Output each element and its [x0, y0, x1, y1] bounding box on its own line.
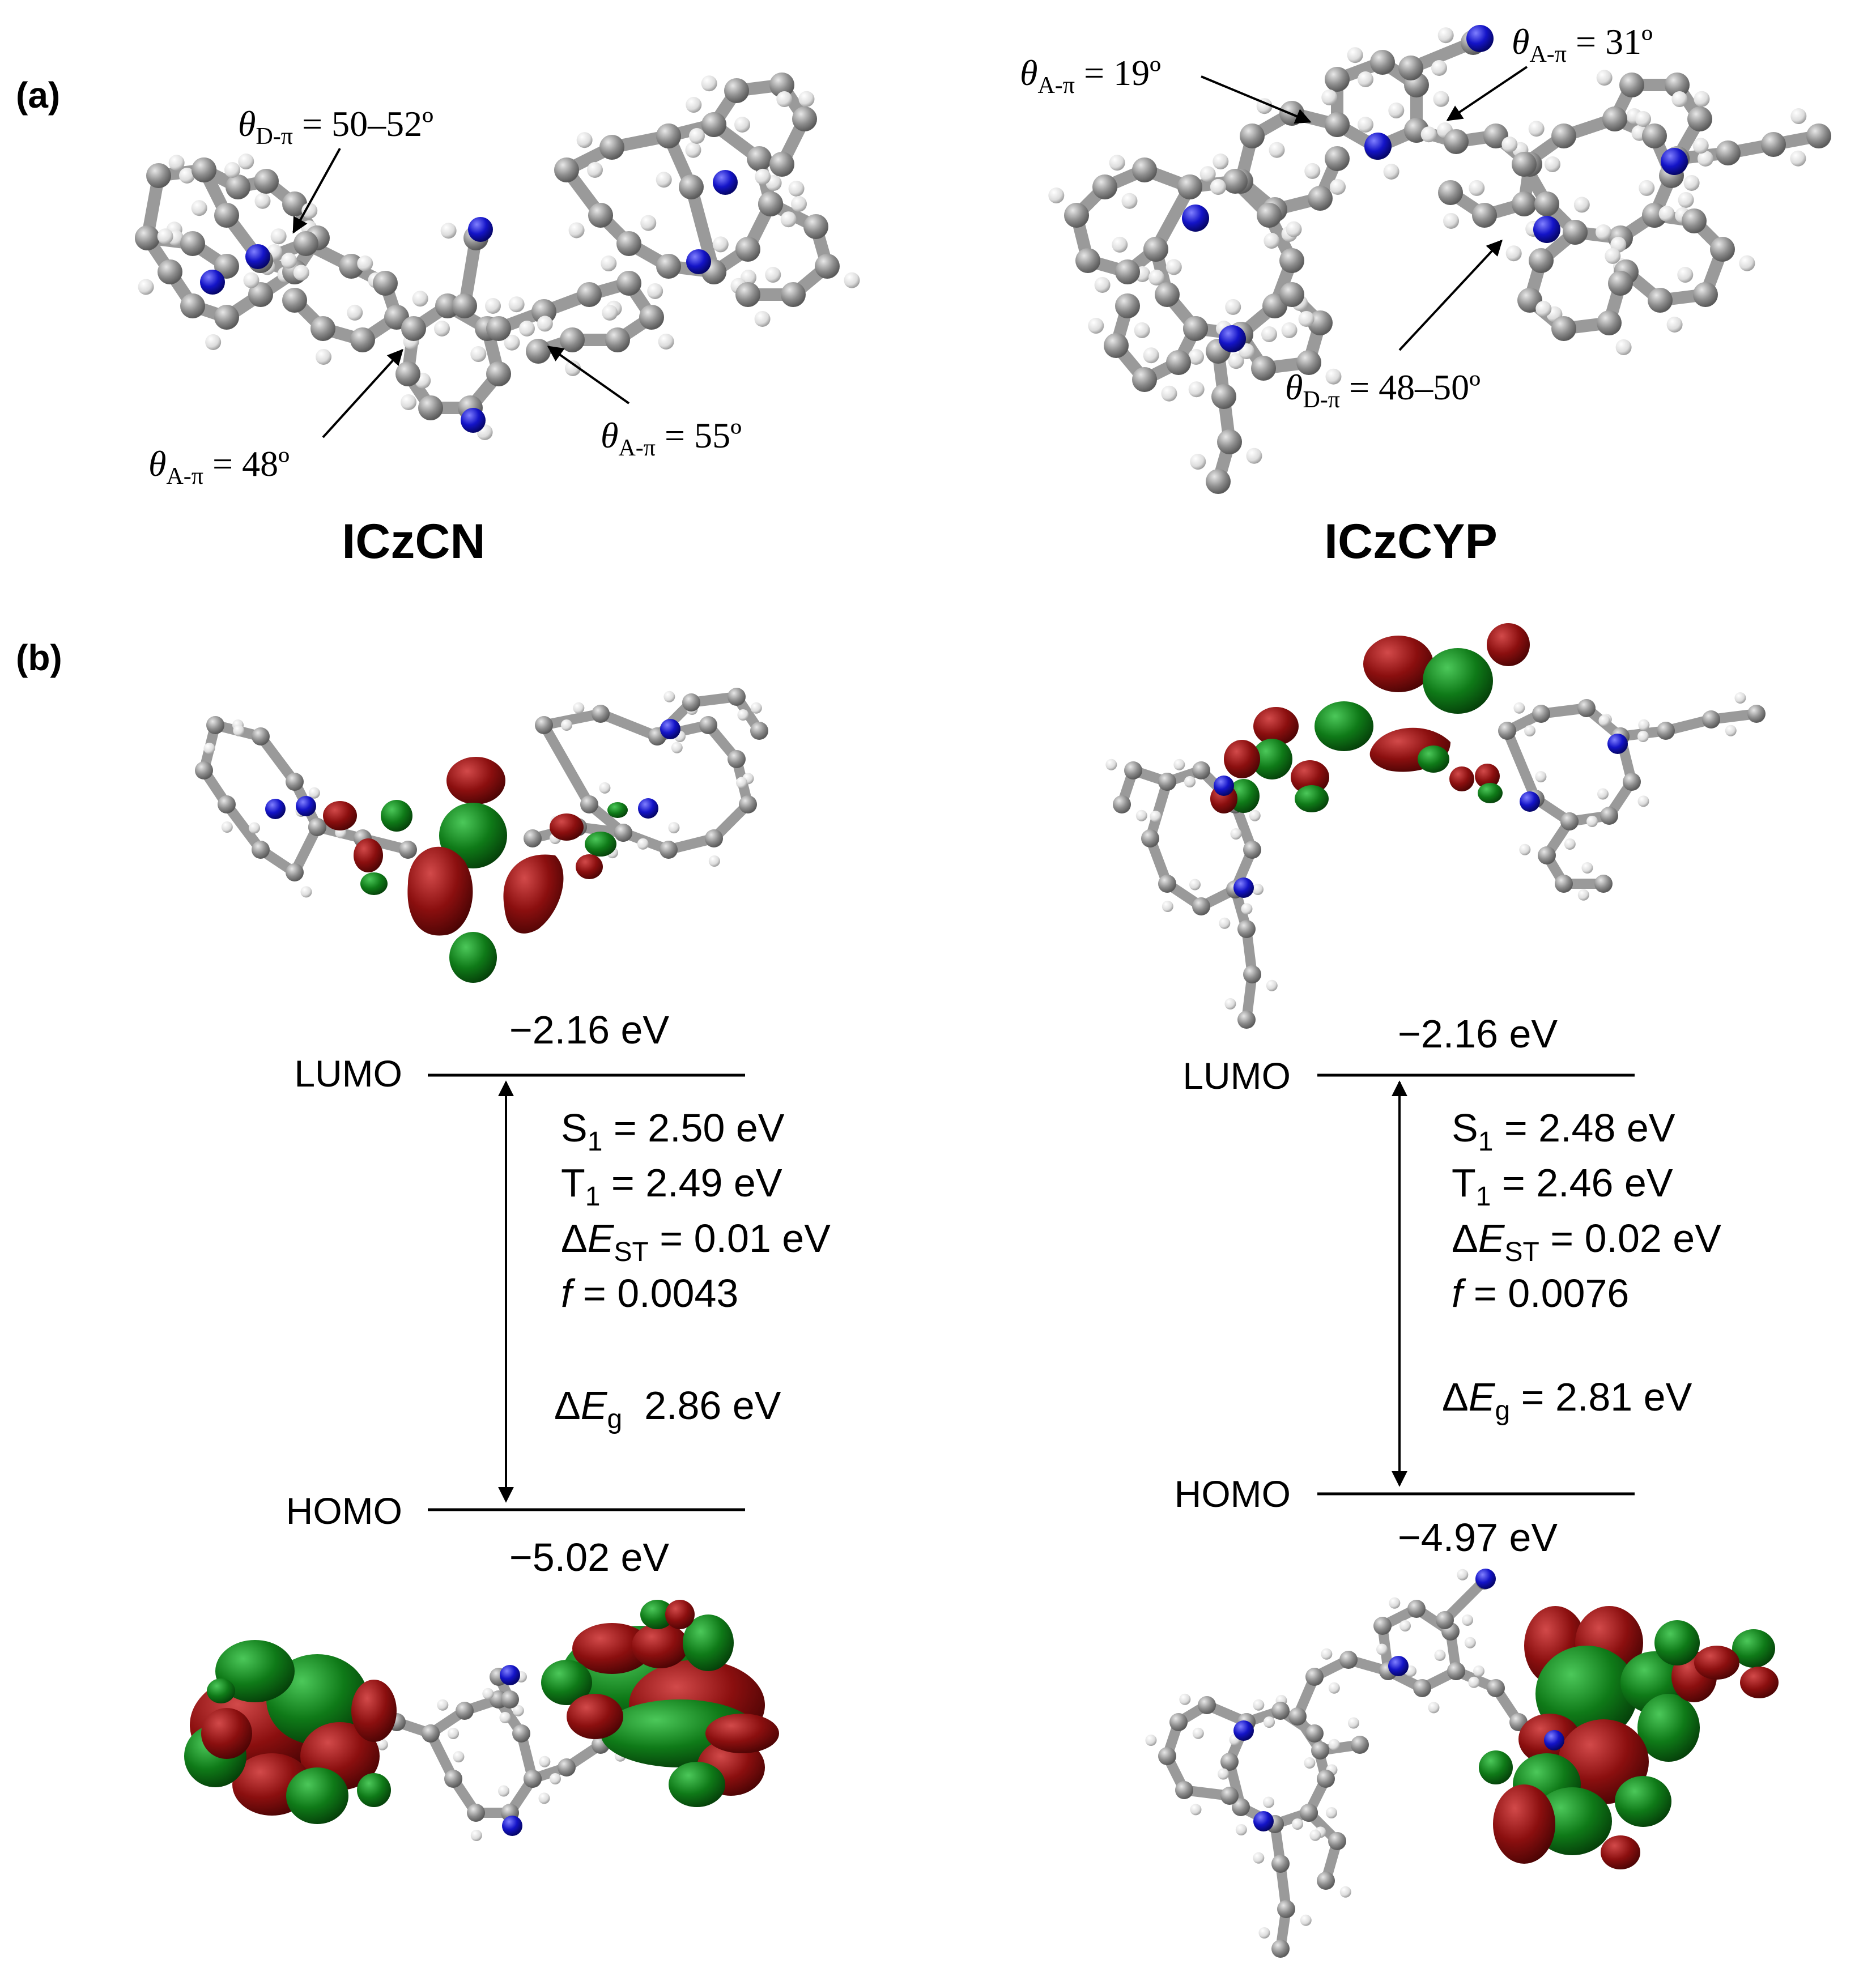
iczcn-lumo-energy: −2.16 eV [509, 1008, 669, 1052]
iczcyp-lumo-energy: −2.16 eV [1398, 1012, 1558, 1056]
iczcn-homo-orbital [184, 1600, 779, 1841]
iczcn-delta-est: ΔEST = 0.01 eV [561, 1216, 831, 1267]
iczcyp-title: ICzCYP [1324, 514, 1498, 569]
svg-text:θD-π = 50–52º: θD-π = 50–52º [238, 104, 433, 150]
iczcyp-angle-dpi: θD-π = 48–50º [1285, 239, 1503, 413]
iczcyp-s1: S1 = 2.48 eV [1452, 1106, 1675, 1157]
iczcyp-oscillator: f = 0.0076 [1452, 1271, 1629, 1315]
iczcn-oscillator: f = 0.0043 [561, 1271, 738, 1315]
iczcn-s1: S1 = 2.50 eV [561, 1106, 785, 1157]
iczcn-angle-api-right: θA-π = 55º [547, 346, 742, 461]
panel-b-label: (b) [16, 637, 62, 678]
svg-text:θA-π = 31º: θA-π = 31º [1512, 22, 1653, 67]
iczcyp-homo-label: HOMO [1175, 1473, 1291, 1515]
svg-text:θD-π = 48–50º: θD-π = 48–50º [1285, 367, 1481, 413]
iczcyp-t1: T1 = 2.46 eV [1452, 1161, 1673, 1212]
svg-text:θA-π = 55º: θA-π = 55º [601, 415, 742, 461]
iczcyp-delta-est: ΔEST = 0.02 eV [1452, 1216, 1721, 1267]
iczcyp-angle-api-left: θA-π = 19º [1020, 53, 1312, 124]
iczcn-title: ICzCN [342, 514, 485, 569]
svg-text:θA-π = 19º: θA-π = 19º [1020, 53, 1161, 99]
iczcyp-lumo-label: LUMO [1182, 1055, 1291, 1097]
iczcn-lumo-label: LUMO [294, 1053, 402, 1094]
iczcyp-structure-a [1048, 25, 1831, 494]
iczcyp-homo-energy: −4.97 eV [1398, 1515, 1558, 1560]
iczcn-t1: T1 = 2.49 eV [561, 1161, 782, 1212]
iczcn-structure-a [135, 73, 860, 440]
iczcyp-angle-api-right: θA-π = 31º [1446, 22, 1653, 121]
iczcyp-homo-orbital [1145, 1569, 1779, 1958]
iczcyp-lumo-orbital [1105, 623, 1766, 1029]
iczcn-angle-api-left: θA-π = 48º [148, 348, 403, 489]
iczcyp-energy-diagram: −2.16 eV LUMO S1 = 2.48 eV T1 = 2.46 eV … [1175, 1012, 1722, 1560]
iczcn-homo-energy: −5.02 eV [509, 1535, 669, 1579]
iczcn-energy-diagram: −2.16 eV LUMO S1 = 2.50 eV T1 = 2.49 eV … [286, 1008, 831, 1579]
iczcn-angle-dpi: θD-π = 50–52º [238, 104, 433, 234]
iczcyp-delta-eg: ΔEg = 2.81 eV [1442, 1375, 1692, 1426]
svg-text:θA-π = 48º: θA-π = 48º [148, 444, 290, 489]
panel-a-label: (a) [16, 75, 60, 116]
iczcn-homo-label: HOMO [286, 1490, 402, 1532]
iczcn-delta-eg: ΔEg 2.86 eV [554, 1383, 781, 1434]
iczcn-lumo-orbital [195, 688, 768, 983]
